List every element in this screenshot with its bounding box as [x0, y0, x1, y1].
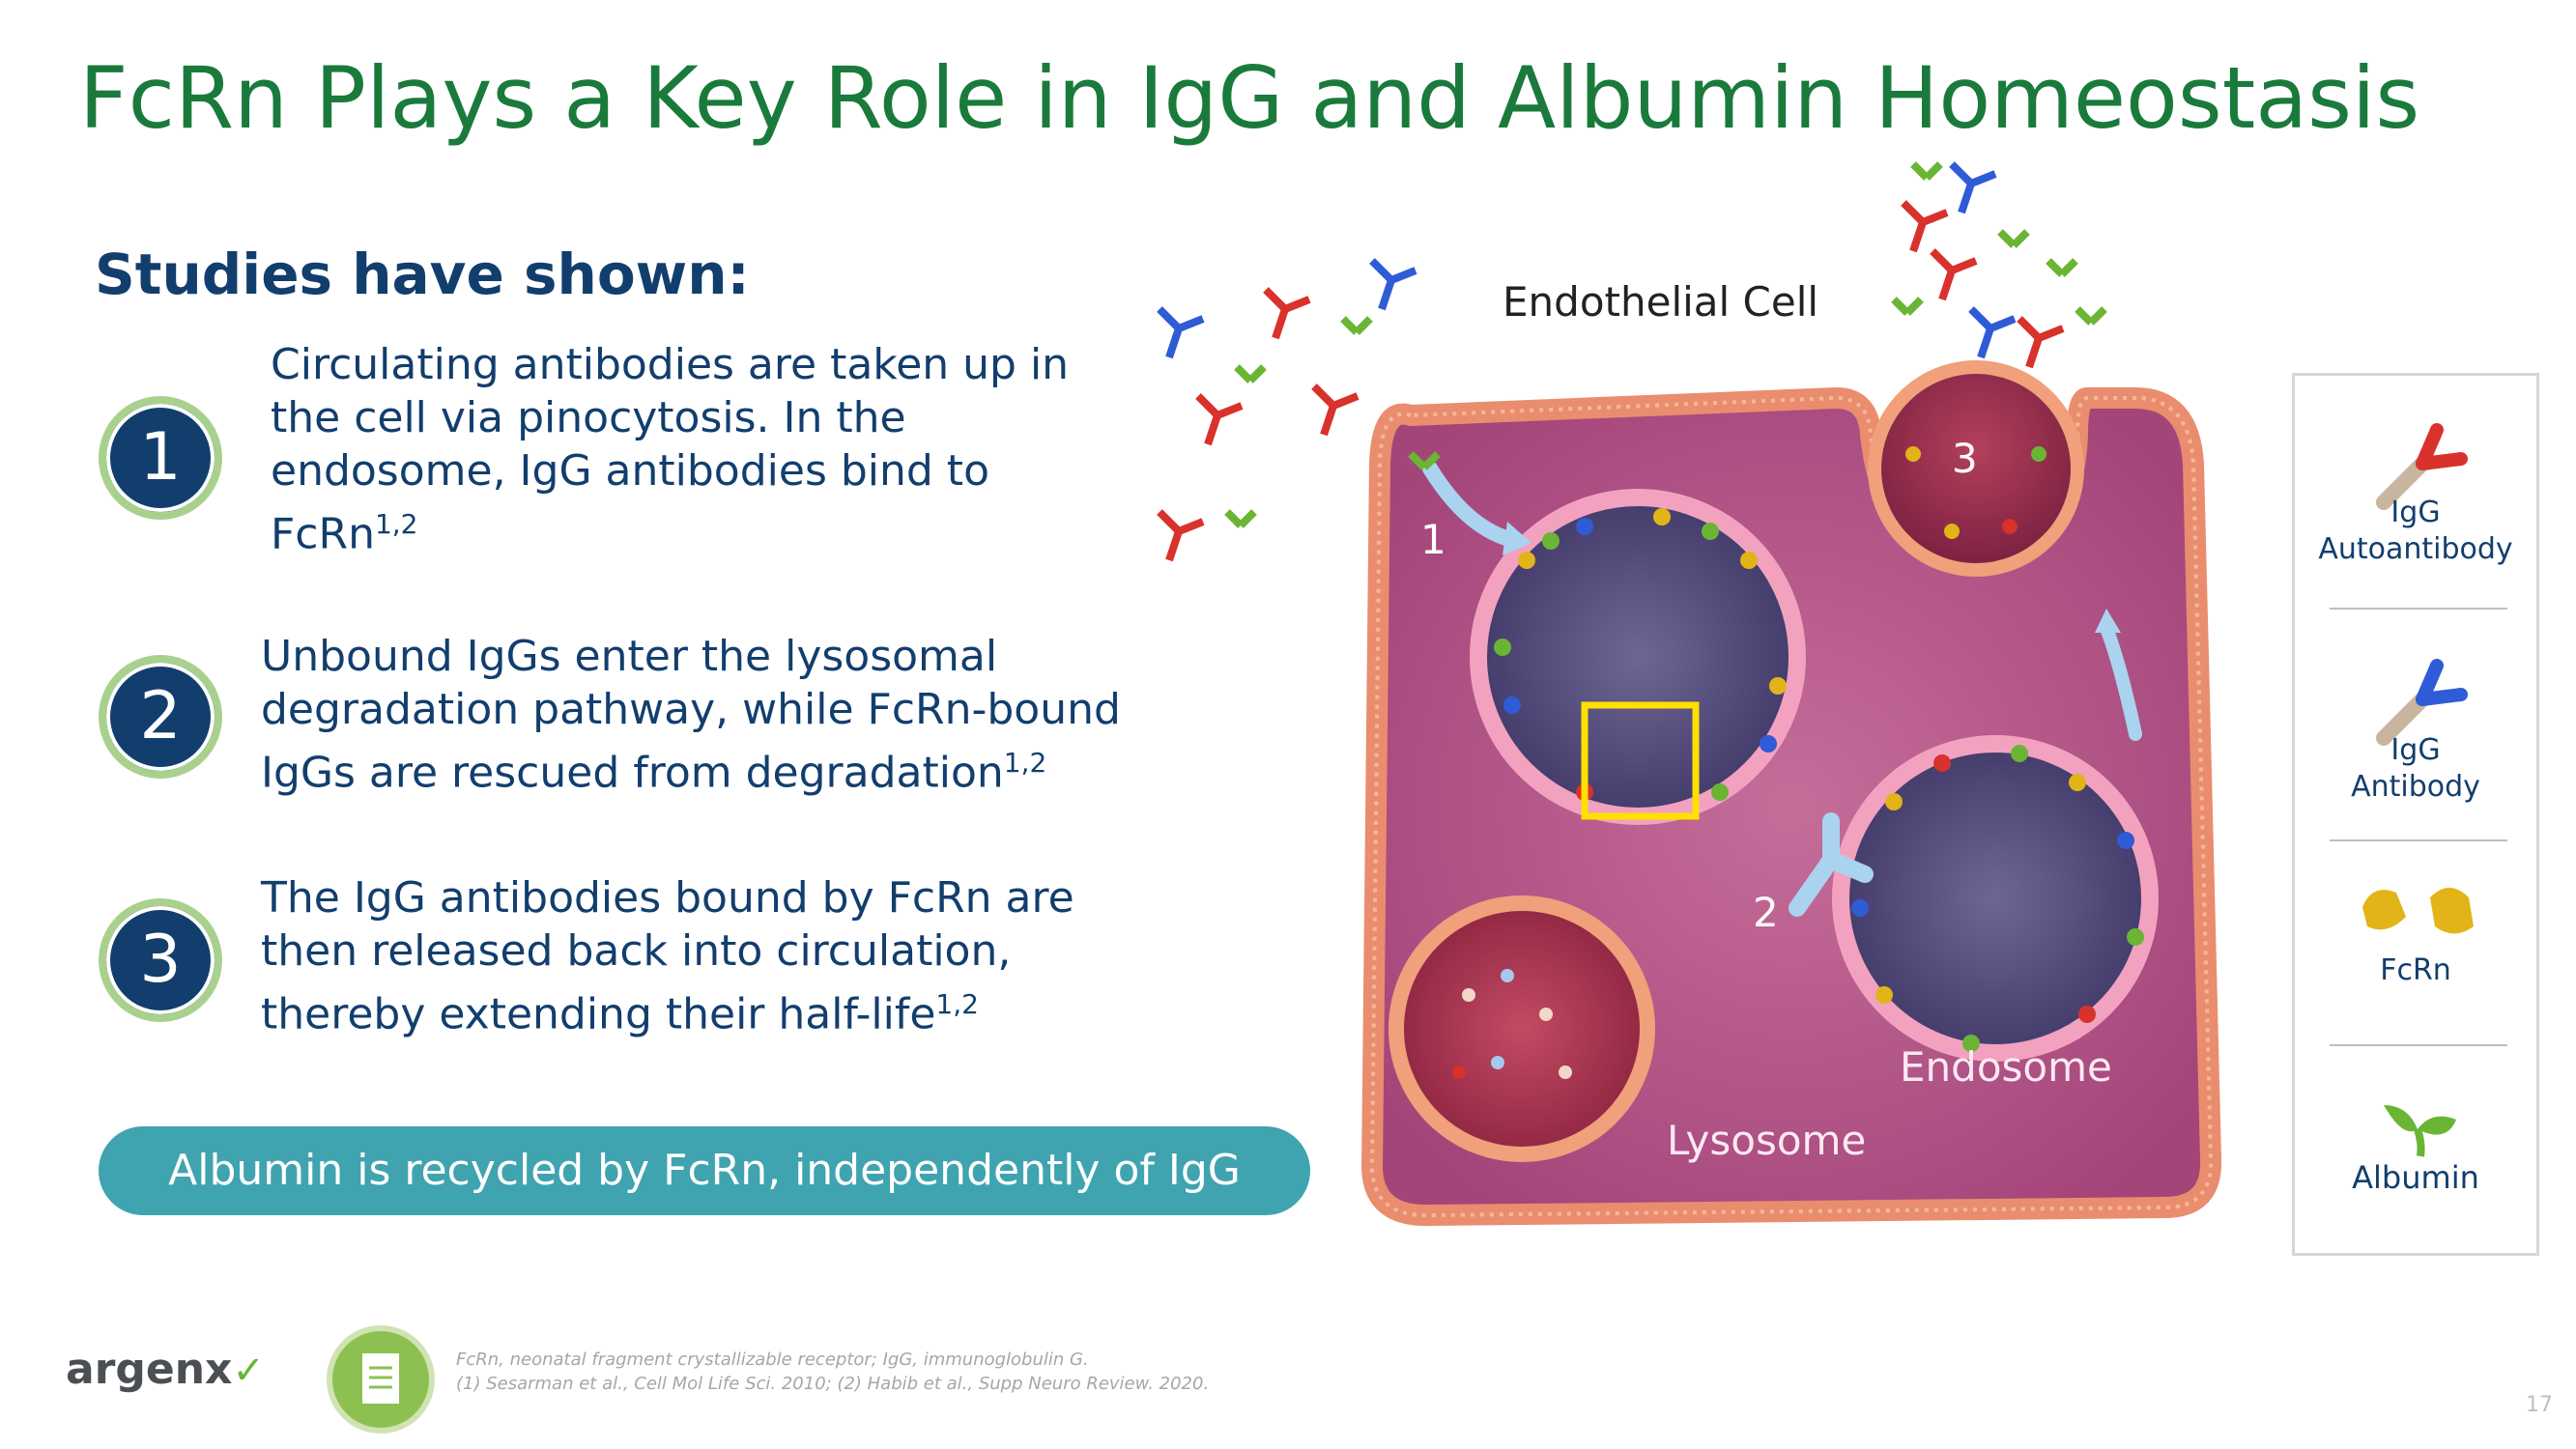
legend-albumin: Albumin	[2352, 1159, 2479, 1196]
point-3-line: The IgG antibodies bound by FcRn are	[261, 873, 1074, 923]
step-badge-2: 2	[99, 655, 222, 779]
page-number: 17	[2526, 1393, 2553, 1417]
document-icon	[327, 1325, 435, 1434]
igg-autoantibody-icon	[2376, 423, 2468, 510]
legend-divider	[2330, 1044, 2507, 1046]
step-badge-3: 3	[99, 898, 222, 1022]
point-1-line: FcRn1,2	[271, 508, 418, 559]
legend-fcrn: FcRn	[2380, 953, 2451, 987]
point-2-text: Unbound IgGs enter the lysosomal degrada…	[261, 630, 1121, 800]
albumin-icon	[2384, 1105, 2456, 1157]
point-1-line: Circulating antibodies are taken up in	[271, 340, 1070, 389]
lysosome-label: Lysosome	[1667, 1117, 1867, 1164]
endothelial-cell-label: Endothelial Cell	[1503, 278, 1819, 326]
arrow-step-3	[2100, 621, 2142, 741]
igg-antibody-icon	[2376, 659, 2468, 746]
citation-sup: 1,2	[374, 508, 418, 540]
endosome-right	[1832, 735, 2159, 1062]
citation-sup: 1,2	[1003, 747, 1047, 779]
antibody-decorations	[1452, 446, 2144, 1079]
point-3-line: thereby extending their half-life1,2	[261, 988, 979, 1039]
legend-igg-autoantibody-line1: IgG	[2390, 496, 2441, 529]
slide-title: FcRn Plays a Key Role in IgG and Albumin…	[79, 48, 2420, 148]
cell-illustration	[1157, 161, 2222, 1227]
legend-panel: IgG Autoantibody IgG Antibody FcRn Album…	[2292, 373, 2539, 1256]
point-1-line: the cell via pinocytosis. In the	[271, 393, 906, 442]
step-badge-1: 1	[99, 396, 222, 520]
legend-divider	[2330, 839, 2507, 841]
legend-igg-antibody-line1: IgG	[2390, 733, 2441, 767]
legend-igg-antibody-line2: Antibody	[2351, 770, 2480, 804]
lysosome	[1388, 895, 1655, 1162]
point-1-line: endosome, IgG antibodies bind to	[271, 446, 989, 496]
point-2-line: degradation pathway, while FcRn-bound	[261, 685, 1121, 734]
point-3-text: The IgG antibodies bound by FcRn are the…	[261, 871, 1074, 1041]
point-1-text: Circulating antibodies are taken up in t…	[271, 338, 1069, 561]
intro-heading: Studies have shown:	[95, 242, 750, 307]
point-2-line: IgGs are rescued from degradation1,2	[261, 747, 1047, 798]
endosome-label: Endosome	[1900, 1043, 2112, 1091]
arrow-step-2	[1789, 812, 1874, 917]
footnote-references: (1) Sesarman et al., Cell Mol Life Sci. …	[456, 1374, 1210, 1394]
footnote: FcRn, neonatal fragment crystallizable r…	[456, 1348, 1209, 1396]
albumin-banner: Albumin is recycled by FcRn, independent…	[99, 1126, 1310, 1215]
endosome-upper	[1470, 489, 1806, 825]
logo-mark-icon: ✓	[232, 1349, 265, 1393]
legend-divider	[2330, 608, 2507, 610]
point-2-line: Unbound IgGs enter the lysosomal	[261, 632, 998, 681]
exocytosis-pit	[1868, 360, 2084, 577]
footnote-abbreviations: FcRn, neonatal fragment crystallizable r…	[456, 1350, 1089, 1370]
citation-sup: 1,2	[935, 988, 979, 1020]
point-3-line: then released back into circulation,	[261, 926, 1012, 976]
fcrn-icon	[2362, 888, 2474, 934]
fcrn-binding-highlight	[1581, 701, 1700, 820]
circulating-antibodies	[1157, 161, 2107, 562]
step-1-label: 1	[1420, 516, 1446, 563]
step-3-label: 3	[1952, 435, 1978, 482]
fcrn-cell-diagram: Endothelial Cell Endosome Lysosome 1 2 3	[1121, 145, 2242, 1236]
argenx-logo: argenx✓	[66, 1345, 265, 1394]
legend-igg-autoantibody-line2: Autoantibody	[2318, 532, 2513, 566]
step-2-label: 2	[1753, 889, 1779, 936]
